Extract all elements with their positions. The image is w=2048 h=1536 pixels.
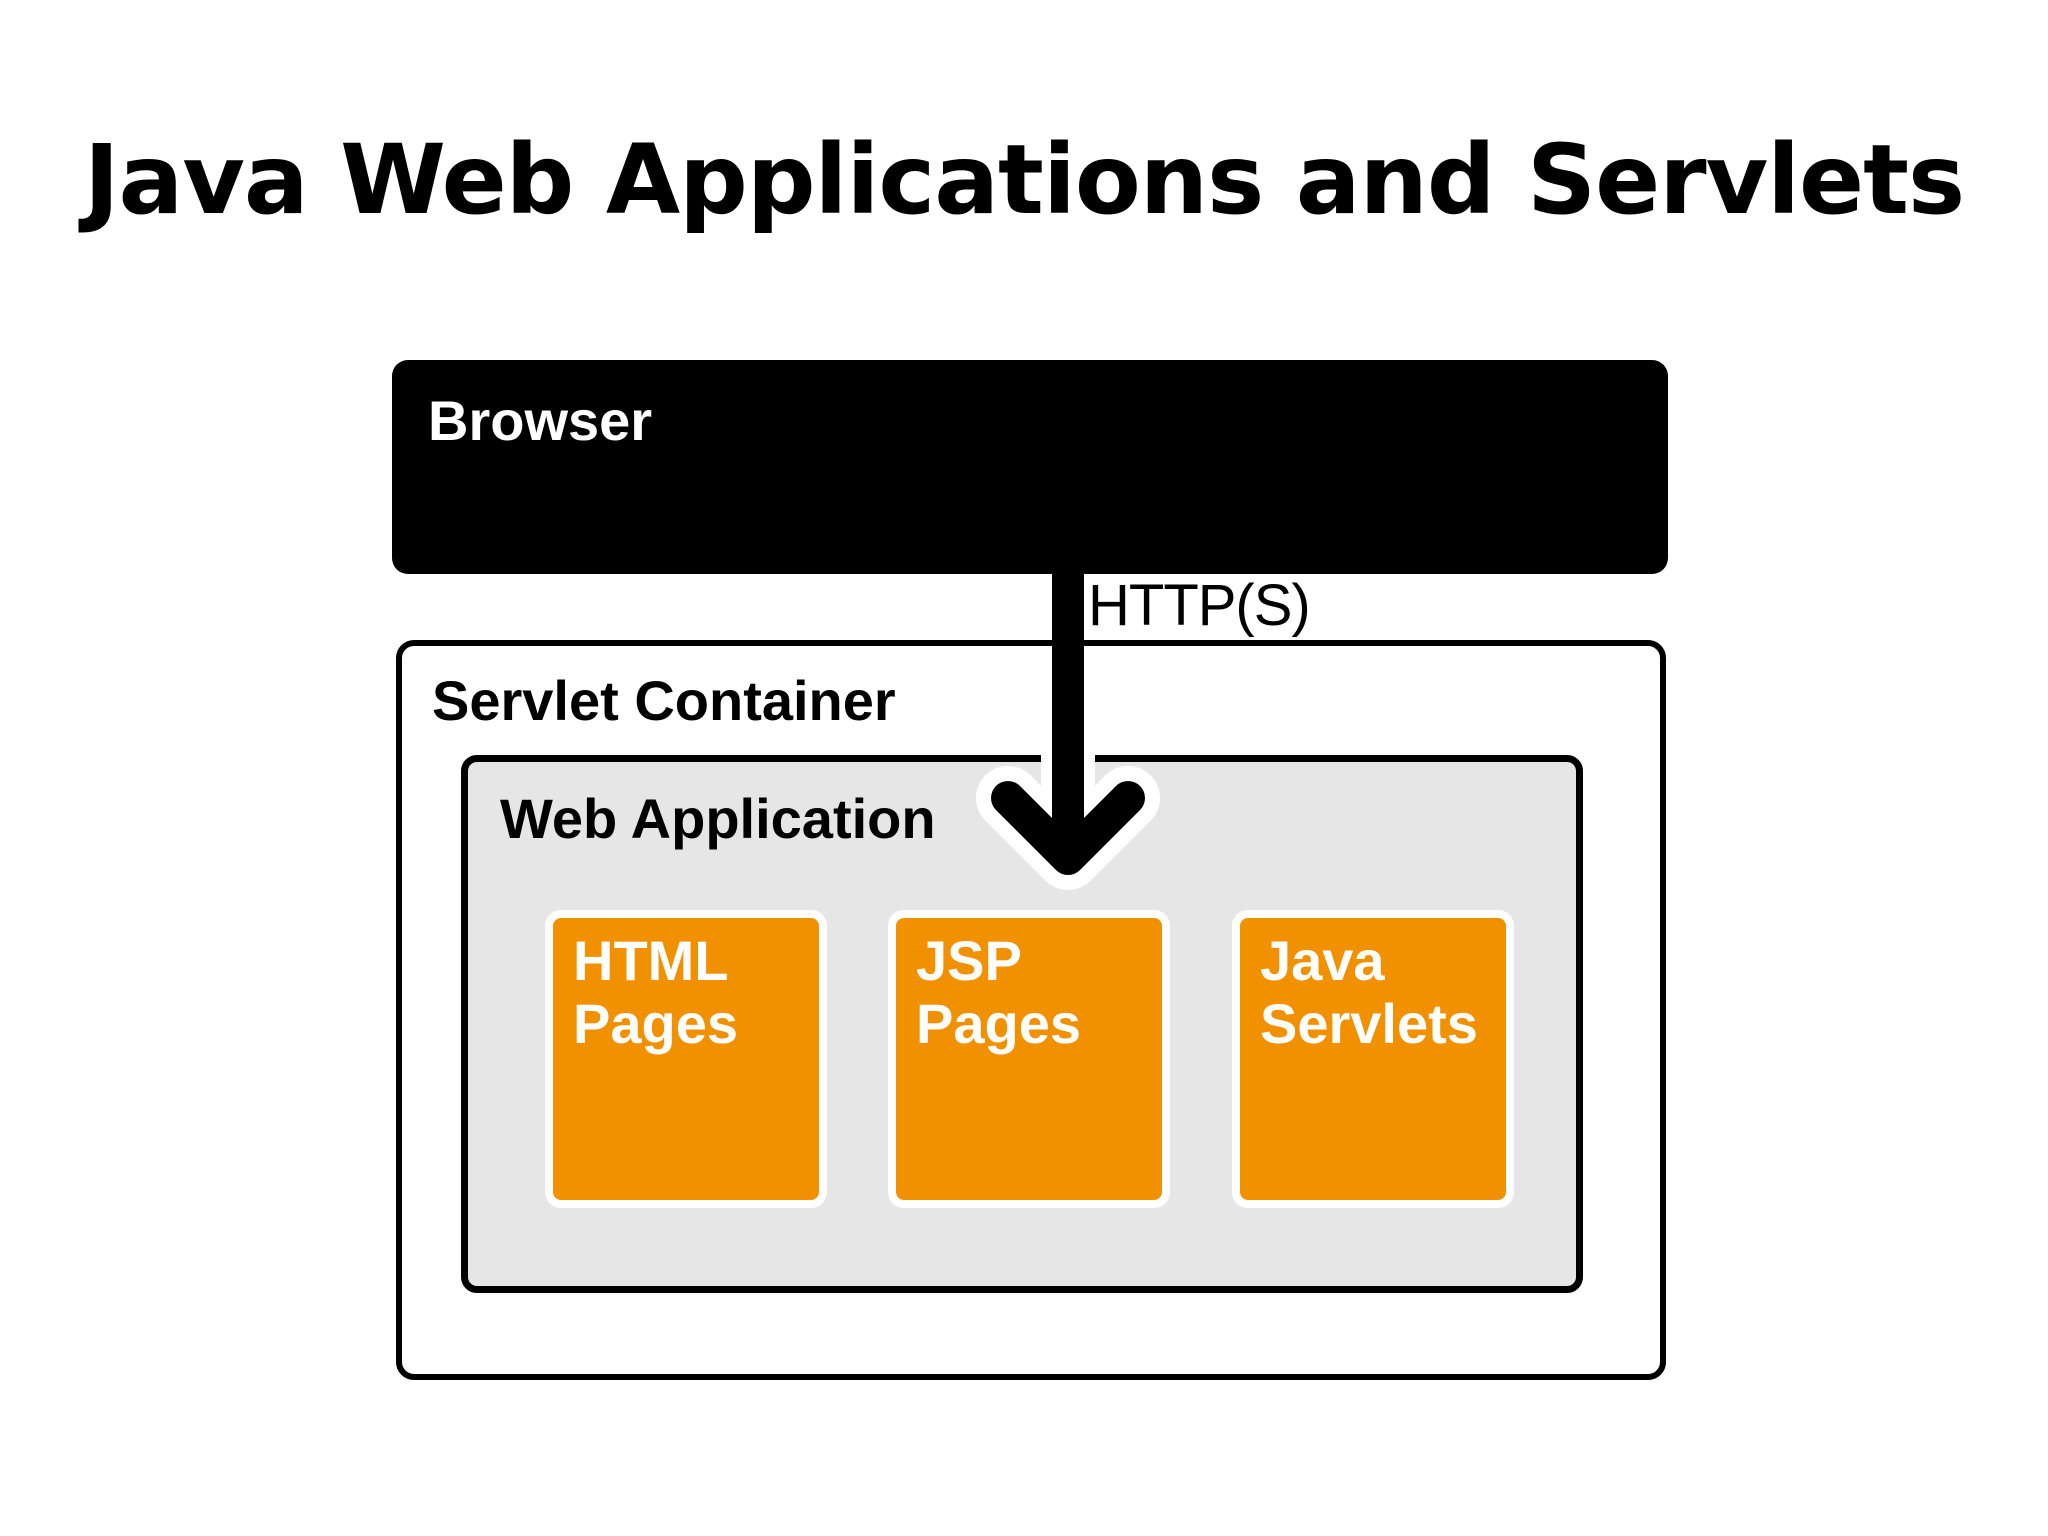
web-application-label: Web Application [500, 787, 936, 850]
http-protocol-label: HTTP(S) [1088, 573, 1311, 638]
jsp-pages-box: JSP Pages [888, 910, 1170, 1208]
browser-box: Browser [392, 360, 1668, 574]
servlet-container-label: Servlet Container [432, 669, 896, 732]
slide-title: Java Web Applications and Servlets [83, 124, 1965, 236]
jsp-pages-label: JSP Pages [916, 929, 1081, 1055]
java-servlets-box: Java Servlets [1232, 910, 1514, 1208]
java-servlets-label: Java Servlets [1260, 929, 1478, 1055]
browser-label: Browser [428, 389, 653, 452]
html-pages-box: HTML Pages [545, 910, 827, 1208]
html-pages-label: HTML Pages [573, 929, 738, 1055]
